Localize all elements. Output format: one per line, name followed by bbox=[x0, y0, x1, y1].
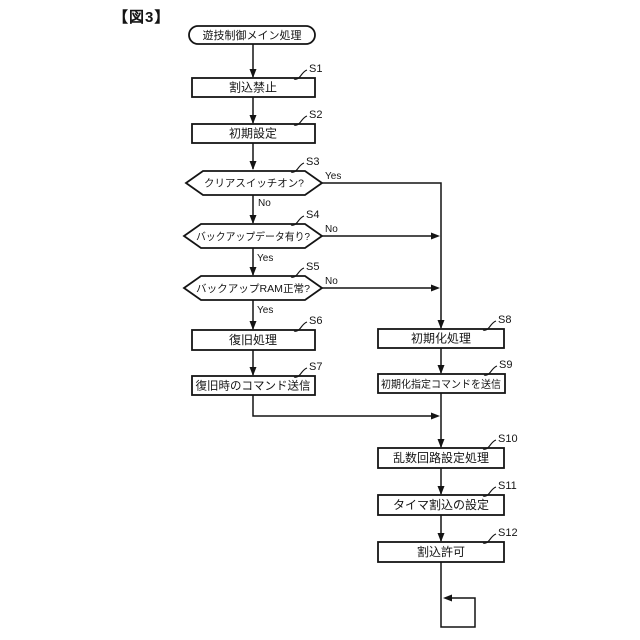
arrowhead-into-s5 bbox=[249, 267, 257, 276]
connector-s12-loop-back bbox=[440, 562, 476, 628]
step-id-s1: S1 bbox=[309, 63, 322, 75]
node-label-start: 遊技制御メイン処理 bbox=[203, 28, 302, 42]
node-label-s10: 乱数回路設定処理 bbox=[393, 450, 489, 465]
node-label-s11: タイマ割込の設定 bbox=[393, 497, 489, 512]
arrowhead-s7-merge bbox=[431, 412, 440, 420]
step-id-s12: S12 bbox=[498, 527, 518, 539]
leader-s5 bbox=[290, 267, 305, 278]
node-label-s2: 初期設定 bbox=[229, 126, 277, 141]
leader-s6 bbox=[293, 321, 308, 332]
step-id-s10: S10 bbox=[498, 433, 518, 445]
process-box-s1 bbox=[191, 77, 316, 98]
step-id-s2: S2 bbox=[309, 109, 322, 121]
node-label-s9: 初期化指定コマンドを送信 bbox=[381, 378, 501, 391]
decision-hexagon-s3 bbox=[184, 170, 324, 196]
node-label-s12: 割込許可 bbox=[417, 544, 465, 559]
leader-s12 bbox=[482, 533, 497, 544]
leader-s11 bbox=[482, 486, 497, 497]
process-box-s8 bbox=[377, 328, 505, 349]
step-id-s5: S5 bbox=[306, 261, 319, 273]
process-box-s6 bbox=[191, 329, 316, 351]
leader-s8 bbox=[482, 320, 497, 331]
node-label-s1: 割込禁止 bbox=[229, 80, 277, 95]
process-box-s9 bbox=[377, 373, 506, 394]
arrowhead-into-s10 bbox=[437, 439, 445, 448]
arrowhead-into-s12 bbox=[437, 533, 445, 542]
branch-label-s4-no: No bbox=[325, 224, 338, 235]
leader-s3 bbox=[290, 162, 305, 173]
figure-title: 【図3】 bbox=[113, 8, 170, 26]
arrowhead-into-s1 bbox=[249, 69, 257, 78]
process-box-s10 bbox=[377, 447, 505, 469]
process-box-s7 bbox=[191, 375, 316, 396]
node-label-s7: 復旧時のコマンド送信 bbox=[196, 379, 311, 393]
arrowhead-into-s3 bbox=[249, 161, 257, 170]
leader-s7 bbox=[293, 367, 308, 378]
decision-hexagon-s4 bbox=[182, 223, 324, 249]
step-id-s6: S6 bbox=[309, 315, 322, 327]
arrowhead-into-s9 bbox=[437, 365, 445, 374]
step-id-s9: S9 bbox=[499, 359, 512, 371]
process-box-s2 bbox=[191, 123, 316, 144]
connector-s7-merge bbox=[252, 395, 437, 417]
arrowhead-loop-back bbox=[443, 594, 452, 602]
node-label-s5: バックアップRAM正常? bbox=[196, 282, 310, 295]
leader-s4 bbox=[290, 215, 305, 226]
branch-label-s5-no: No bbox=[325, 276, 338, 287]
arrowhead-into-s4 bbox=[249, 215, 257, 224]
branch-label-s3-no: No bbox=[258, 198, 271, 209]
arrowhead-into-s8 bbox=[437, 320, 445, 329]
step-id-s11: S11 bbox=[498, 480, 517, 492]
arrowhead-into-s7 bbox=[249, 367, 257, 376]
arrowhead-into-s6 bbox=[249, 321, 257, 330]
step-id-s7: S7 bbox=[309, 361, 322, 373]
leader-s1 bbox=[293, 69, 308, 80]
terminal-capsule-start bbox=[188, 25, 316, 45]
arrowhead-s4-no-merge bbox=[431, 232, 440, 240]
arrowhead-into-s11 bbox=[437, 486, 445, 495]
branch-label-s5-yes: Yes bbox=[257, 305, 273, 316]
leader-s2 bbox=[293, 115, 308, 126]
step-id-s3: S3 bbox=[306, 156, 319, 168]
node-label-s6: 復旧処理 bbox=[229, 332, 277, 347]
process-box-s11 bbox=[377, 494, 505, 516]
arrowhead-s5-no-merge bbox=[431, 284, 440, 292]
process-box-s12 bbox=[377, 541, 505, 563]
node-label-s4: バックアップデータ有り? bbox=[196, 230, 310, 243]
branch-label-s4-yes: Yes bbox=[257, 253, 273, 264]
branch-label-s3-yes: Yes bbox=[325, 171, 341, 182]
node-label-s8: 初期化処理 bbox=[411, 332, 471, 346]
leader-s9 bbox=[483, 365, 498, 376]
leader-s10 bbox=[482, 439, 497, 450]
node-label-s3: クリアスイッチオン? bbox=[204, 178, 304, 190]
step-id-s8: S8 bbox=[498, 314, 511, 326]
step-id-s4: S4 bbox=[306, 209, 319, 221]
decision-hexagon-s5 bbox=[182, 275, 324, 301]
connector-s3-yes-right bbox=[322, 182, 442, 328]
arrowhead-into-s2 bbox=[249, 115, 257, 124]
